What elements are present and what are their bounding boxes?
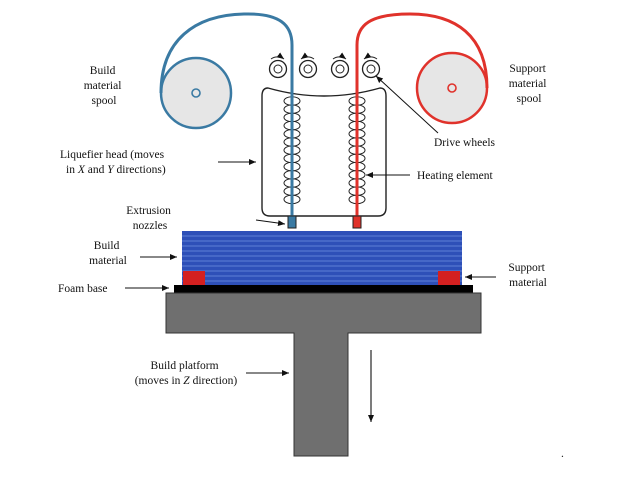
liquefier-head-and: and xyxy=(85,164,107,176)
build-spool-hub xyxy=(191,88,201,98)
build-platform-line-2-post: direction) xyxy=(190,375,238,387)
drive-wheel-icon xyxy=(268,52,288,79)
build-spool-line-3: spool xyxy=(92,95,117,107)
support-filament xyxy=(355,12,489,226)
liquefier-head-x: X xyxy=(77,164,86,176)
liquefier-head-post: directions) xyxy=(114,164,166,176)
liquefier-head-y: Y xyxy=(107,164,115,176)
build-spool-label: Build material spool xyxy=(84,65,125,107)
drive-wheel-icon xyxy=(361,52,381,79)
support-material-line-2: material xyxy=(509,277,547,289)
build-filament xyxy=(159,12,294,226)
extrusion-nozzles-leader xyxy=(255,219,286,227)
build-platform-line-1: Build platform xyxy=(151,360,219,372)
liquefier-head-line-1: Liquefier head (moves xyxy=(60,149,165,161)
support-material-line-1: Support xyxy=(508,262,545,274)
liquefier-head-label: Liquefier head (moves in X and Y directi… xyxy=(60,149,167,176)
build-platform-label: Build platform (moves in Z direction) xyxy=(135,360,238,387)
build-platform-line-2: (moves in Z direction) xyxy=(135,375,238,387)
support-material-label: Support material xyxy=(508,262,547,289)
drive-wheels-label: Drive wheels xyxy=(434,137,496,149)
support-spool-line-2: material xyxy=(509,78,547,90)
extrusion-nozzles-line-1: Extrusion xyxy=(126,205,171,217)
build-platform xyxy=(165,292,482,457)
drive-wheels-leader xyxy=(375,75,439,134)
build-platform-z: Z xyxy=(183,375,190,387)
build-spool-disc xyxy=(159,56,233,130)
drive-wheel-icon xyxy=(298,52,318,79)
build-platform-line-2-pre: (moves in xyxy=(135,375,184,387)
support-block-right xyxy=(438,271,460,286)
foam-base xyxy=(174,285,473,293)
drive-wheel-icon xyxy=(330,52,350,79)
liquefier-head-body xyxy=(261,87,387,217)
build-spool-line-1: Build xyxy=(90,65,116,77)
corner-dot: . xyxy=(561,448,564,460)
build-material-label: Build material xyxy=(89,240,127,267)
support-material-spool xyxy=(415,51,489,125)
extrusion-nozzle-support xyxy=(352,215,362,229)
build-material-spool xyxy=(159,56,233,130)
heating-element-label: Heating element xyxy=(417,170,493,182)
extrusion-nozzles-label: Extrusion nozzles xyxy=(126,205,174,232)
extrusion-nozzle-build xyxy=(287,215,297,229)
foam-base-label: Foam base xyxy=(58,283,108,295)
support-spool-line-3: spool xyxy=(517,93,542,105)
extrusion-nozzles-line-2: nozzles xyxy=(133,220,168,232)
liquefier-head-line-2-pre: in xyxy=(66,164,78,176)
support-block-left xyxy=(183,271,205,286)
support-spool-disc xyxy=(415,51,489,125)
build-material-line-2: material xyxy=(89,255,127,267)
build-spool-line-2: material xyxy=(84,80,122,92)
build-material-block xyxy=(182,231,462,285)
build-layer-lines xyxy=(182,235,462,282)
support-spool-line-1: Support xyxy=(509,63,546,75)
support-spool-label: Support material spool xyxy=(509,63,550,105)
support-spool-hub xyxy=(447,83,457,93)
build-material-line-1: Build xyxy=(94,240,120,252)
